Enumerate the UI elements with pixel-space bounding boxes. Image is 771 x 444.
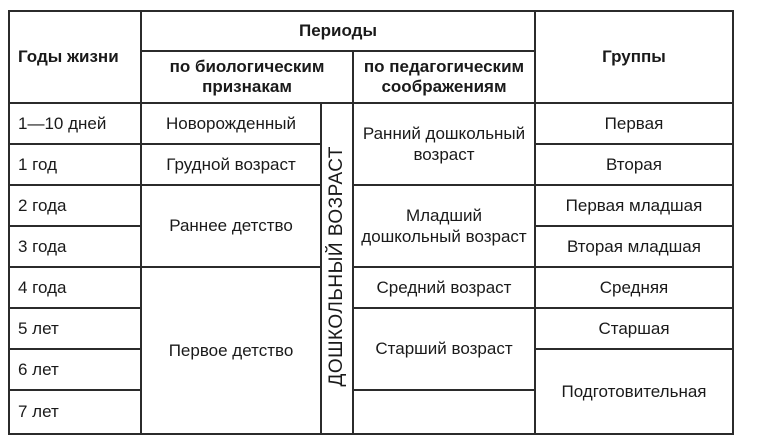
pedagogical-period-cell: Младший дошкольный возраст bbox=[352, 184, 536, 268]
table-row: 1—10 дней Новорожденный ДОШКОЛЬНЫЙ ВОЗРА… bbox=[8, 102, 734, 435]
group-cell: Средняя bbox=[534, 266, 734, 309]
header-periods: Периоды bbox=[140, 10, 536, 52]
age-periods-table: Годы жизни Периоды Группы по биологическ… bbox=[8, 10, 734, 435]
pedagogical-period-cell: Старший возраст bbox=[352, 307, 536, 391]
table-row: 2 года Раннее детство Младший дошкольный… bbox=[8, 184, 734, 268]
preschool-age-vertical-label: ДОШКОЛЬНЫЙ ВОЗРАСТ bbox=[326, 145, 347, 387]
biological-period-cell: Раннее детство bbox=[140, 184, 322, 268]
table-row: 7 лет bbox=[8, 389, 733, 435]
biological-period-cell: Грудной возраст bbox=[140, 143, 322, 186]
header-row-top: Годы жизни Периоды Группы bbox=[8, 10, 734, 104]
pedagogical-period-cell: Средний возраст bbox=[352, 266, 536, 309]
pedagogical-period-empty-cell bbox=[352, 389, 536, 435]
group-cell: Вторая bbox=[534, 143, 734, 186]
header-groups: Группы bbox=[534, 10, 734, 104]
table-row: 3 года Вторая младшая bbox=[8, 225, 734, 268]
group-cell: Первая младшая bbox=[534, 184, 734, 227]
group-cell: Подготовительная bbox=[534, 348, 734, 435]
header-years: Годы жизни bbox=[8, 10, 142, 104]
group-cell: Вторая младшая bbox=[534, 225, 734, 268]
pedagogical-period-cell: Ранний дошкольный возраст bbox=[352, 102, 536, 186]
years-cell: 7 лет bbox=[8, 389, 142, 435]
years-cell: 3 года bbox=[8, 225, 142, 268]
table-row: 4 года Первое детство Средний возраст Ср… bbox=[8, 266, 734, 435]
group-cell: Старшая bbox=[534, 307, 734, 350]
years-cell: 5 лет bbox=[8, 307, 142, 350]
header-biological: по биологическим признакам bbox=[140, 50, 354, 104]
years-cell: 4 года bbox=[8, 266, 142, 309]
table-row: 1 год Грудной возраст Вторая bbox=[8, 143, 734, 186]
years-cell: 6 лет bbox=[8, 348, 142, 391]
preschool-age-vertical-cell: ДОШКОЛЬНЫЙ ВОЗРАСТ bbox=[320, 102, 354, 435]
table-row: 5 лет Старший возраст Старшая bbox=[8, 307, 734, 391]
biological-period-cell: Новорожденный bbox=[140, 102, 322, 145]
header-pedagogical: по педагогическим соображениям bbox=[352, 50, 536, 104]
years-cell: 1—10 дней bbox=[8, 102, 142, 145]
age-periods-table-container: Годы жизни Периоды Группы по биологическ… bbox=[8, 10, 734, 435]
header-row-sub: по биологическим признакам по педагогиче… bbox=[9, 50, 733, 104]
group-cell: Первая bbox=[534, 102, 734, 145]
table-row: 6 лет Подготовительная bbox=[8, 348, 734, 435]
years-cell: 1 год bbox=[8, 143, 142, 186]
biological-period-cell: Первое детство bbox=[140, 266, 322, 435]
years-cell: 2 года bbox=[8, 184, 142, 227]
